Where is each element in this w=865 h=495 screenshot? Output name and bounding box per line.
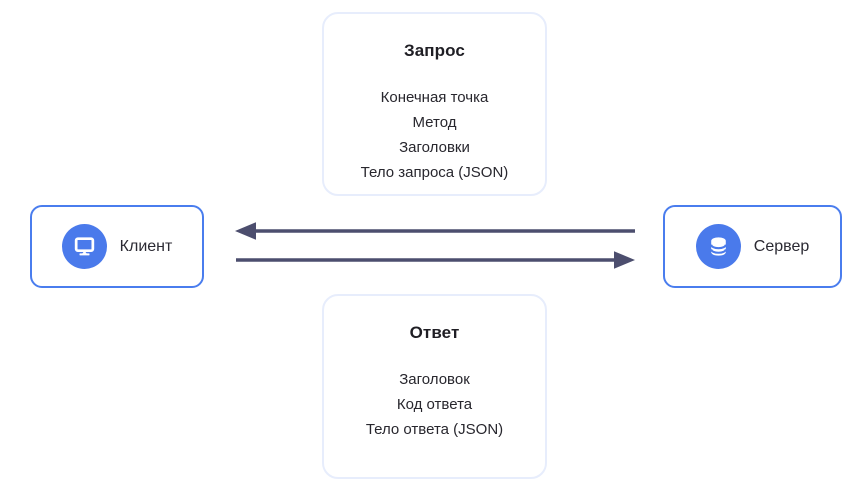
response-card-title: Ответ <box>409 323 460 342</box>
request-card-items: Конечная точка Метод Заголовки Тело запр… <box>324 85 545 185</box>
arrow-client-to-server <box>236 251 635 269</box>
response-item-code: Код ответа <box>396 396 473 413</box>
client-node-label: Клиент <box>119 237 173 255</box>
server-node: Сервер <box>663 205 842 288</box>
request-card-title: Запрос <box>404 41 465 60</box>
request-card: Запрос Конечная точка Метод Заголовки Те… <box>322 12 547 196</box>
database-icon <box>695 224 741 269</box>
response-card: Ответ Заголовок Код ответа Тело ответа (… <box>322 294 547 479</box>
request-item-method: Метод <box>412 114 457 131</box>
monitor-icon <box>61 224 107 269</box>
client-node: Клиент <box>30 205 204 288</box>
request-item-body: Тело запроса (JSON) <box>360 164 509 181</box>
request-item-endpoint: Конечная точка <box>380 89 489 106</box>
arrow-server-to-client <box>235 222 635 240</box>
server-node-label: Сервер <box>753 237 810 255</box>
request-item-headers: Заголовки <box>399 139 470 156</box>
response-item-header: Заголовок <box>399 371 470 388</box>
response-card-items: Заголовок Код ответа Тело ответа (JSON) <box>324 367 545 442</box>
response-item-body: Тело ответа (JSON) <box>365 421 504 438</box>
